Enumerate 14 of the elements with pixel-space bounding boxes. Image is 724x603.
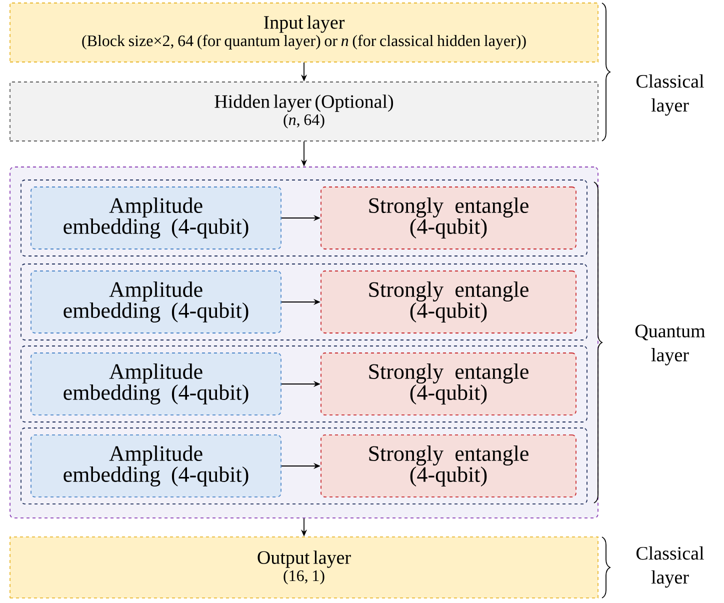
embedding-box: Amplitude embedding (4-qubit) <box>30 434 282 498</box>
layer-box: Hidden layer (Optional) (n, 64) <box>10 82 598 142</box>
layer-label: Quantum layer <box>635 324 706 366</box>
entangle-box: Strongly entangle (4-qubit) <box>320 434 576 498</box>
layer-label: Classical layer <box>636 546 704 588</box>
embedding-box: Amplitude embedding (4-qubit) <box>30 270 282 334</box>
layer-label: Classical layer <box>636 74 704 116</box>
entangle-box: Strongly entangle (4-qubit) <box>320 186 576 250</box>
entangle-box: Strongly entangle (4-qubit) <box>320 352 576 416</box>
embedding-box: Amplitude embedding (4-qubit) <box>30 352 282 416</box>
layer-box: Output layer (16, 1) <box>10 536 598 598</box>
embedding-box: Amplitude embedding (4-qubit) <box>30 186 282 250</box>
layer-box: Input layer (Block size×2, 64 (for quantum layer) or n (for classical hidden layer)) <box>10 2 598 62</box>
entangle-box: Strongly entangle (4-qubit) <box>320 270 576 334</box>
